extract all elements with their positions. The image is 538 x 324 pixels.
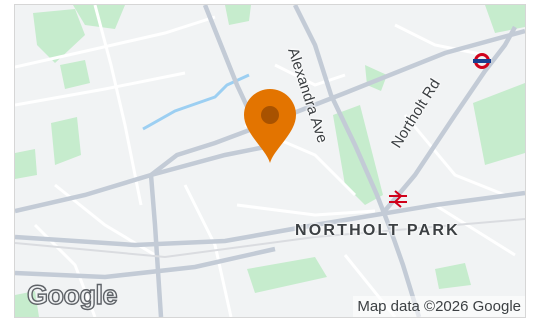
park-area (225, 5, 251, 25)
location-pin-icon[interactable] (244, 89, 296, 163)
map-canvas[interactable] (15, 5, 525, 317)
park-area (51, 117, 81, 165)
park-area (60, 60, 90, 89)
national-rail-icon[interactable] (389, 190, 407, 208)
park-area (473, 83, 525, 165)
area-label-northolt-park: NORTHOLT PARK (295, 222, 460, 239)
road-northolt (381, 25, 517, 215)
park-area (15, 291, 39, 317)
map-frame[interactable]: Alexandra Ave Northolt Rd NORTHOLT PARK … (14, 4, 526, 318)
road-south (15, 190, 525, 248)
park-area (33, 9, 85, 63)
map-attribution[interactable]: Map data ©2026 Google (353, 296, 525, 317)
park-area (247, 257, 327, 293)
park-area (485, 5, 525, 33)
road-alexandra (292, 5, 422, 317)
london-underground-roundel-icon[interactable] (473, 53, 491, 69)
google-logo[interactable]: Google (26, 279, 118, 310)
road-lower (15, 246, 276, 280)
road-main-west (15, 142, 276, 214)
stream (142, 73, 250, 131)
road-vertical-left (148, 174, 164, 317)
park-area (15, 149, 37, 179)
railway (15, 218, 525, 259)
road-upper (202, 5, 254, 116)
park-area (435, 263, 471, 289)
